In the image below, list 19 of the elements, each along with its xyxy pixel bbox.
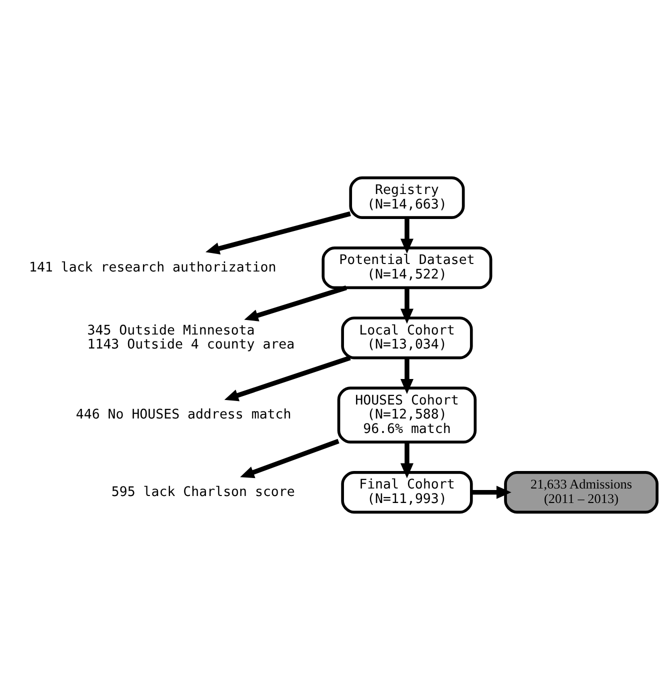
node-text: 446 No HOUSES address match [76, 407, 292, 422]
arrow [400, 287, 414, 324]
arrow [206, 210, 351, 254]
node-text: 595 lack Charlson score [111, 484, 295, 500]
arrow [240, 438, 340, 478]
node-box: Registry (N=14,663) [349, 176, 465, 218]
arrow [400, 442, 414, 478]
arrow [400, 357, 414, 394]
arrow [400, 217, 414, 254]
arrow [472, 485, 512, 498]
arrow [244, 284, 347, 321]
node-box: Local Cohort (N=13,034) [341, 316, 473, 359]
node-text: 141 lack research authorization [28, 260, 276, 275]
node-text: 345 Outside Minnesota 1143 Outside 4 county area [87, 322, 295, 352]
node-box: 21,633 Admissions (2011 – 2013) [504, 470, 658, 514]
node-box: Potential Dataset (N=14,522) [322, 246, 492, 289]
node-box: HOUSES Cohort (N=12,588) 96.6% match [337, 386, 477, 444]
node-box: Final Cohort (N=11,993) [341, 470, 473, 514]
arrow [224, 355, 351, 401]
